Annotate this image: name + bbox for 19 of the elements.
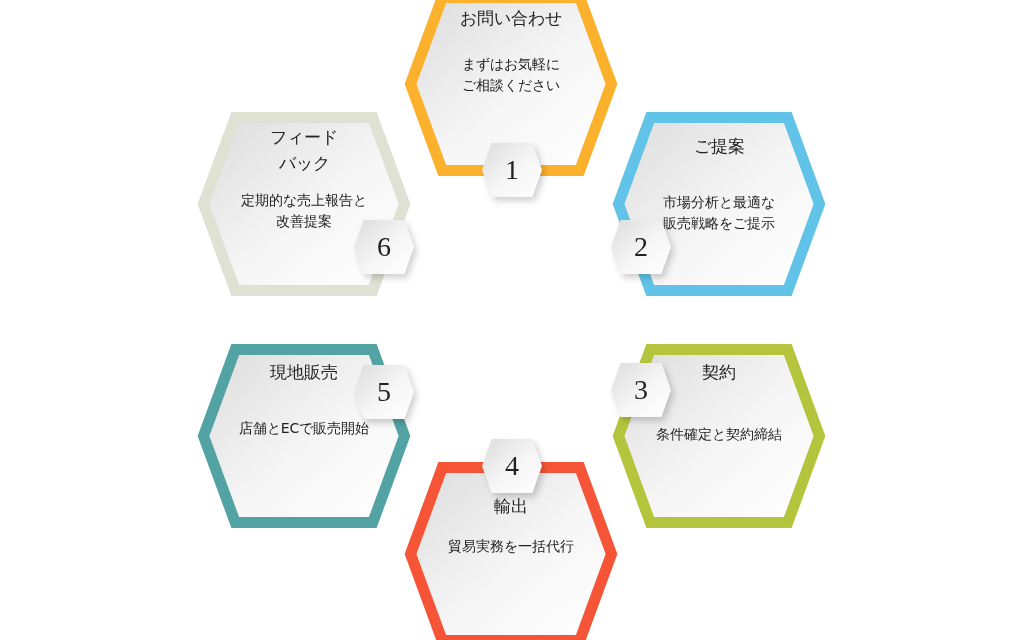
step-title: 現地販売	[269, 361, 339, 384]
step-hexagon	[198, 112, 410, 296]
step-description: 貿易実務を一括代行	[447, 537, 575, 556]
step-hexagon	[198, 344, 410, 528]
step-title: 輸出	[493, 495, 529, 518]
step-title: ご提案	[692, 135, 746, 158]
step-number-badge: 6	[354, 220, 414, 274]
step-number-badge: 1	[482, 143, 542, 197]
step-title: 契約	[701, 361, 737, 384]
step-description: 店舗とECで販売開始	[237, 419, 371, 438]
step-number-badge: 4	[482, 439, 542, 493]
step-number-badge: 5	[354, 365, 414, 419]
step-description: まずはお気軽にご相談ください	[461, 55, 561, 95]
step-number-badge: 3	[611, 363, 671, 417]
step-title: お問い合わせ	[459, 7, 563, 30]
step-title: フィードバック	[269, 126, 339, 175]
step-hexagon	[613, 112, 825, 296]
step-description: 条件確定と契約締結	[655, 425, 783, 444]
step-hexagon	[613, 344, 825, 528]
